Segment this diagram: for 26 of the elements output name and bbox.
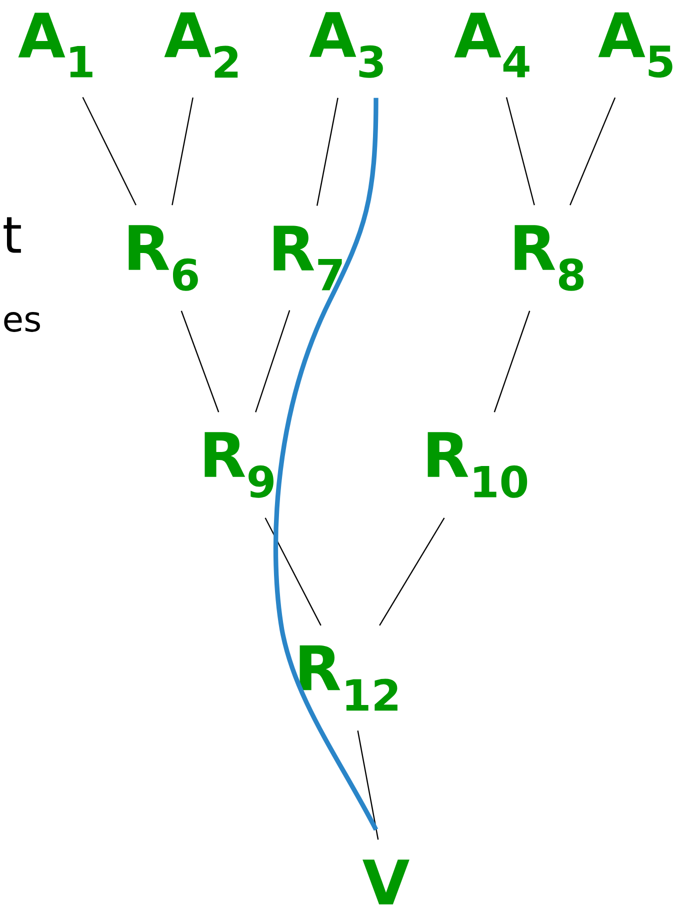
tree-line [494, 310, 530, 412]
tree-line [357, 730, 379, 840]
tree-line [255, 310, 290, 412]
node-label: R$_{6}$ [128, 225, 198, 291]
tree-line [570, 97, 616, 206]
tree-line [264, 518, 322, 626]
highlighted-path [273, 98, 378, 831]
node-label: A$_{4}$ [454, 12, 530, 78]
tree-line [82, 97, 136, 206]
node-label: A$_{1}$ [18, 12, 92, 78]
node-label: R$_{12}$ [300, 645, 398, 711]
node-label: R$_{9}$ [204, 432, 274, 498]
node-label: A$_{2}$ [164, 12, 238, 78]
node-label: A$_{3}$ [309, 12, 383, 78]
tree-line [180, 310, 220, 412]
partial-text: t [4, 217, 21, 253]
node-label: R$_{7}$ [274, 226, 342, 290]
partial-text: es [4, 312, 40, 332]
tree-line [172, 97, 194, 206]
tree-line [506, 97, 535, 206]
node-label: A$_{5}$ [598, 12, 672, 78]
tree-line [379, 518, 445, 626]
tree-line [316, 98, 338, 206]
node-label: R$_{10}$ [428, 432, 528, 498]
node-label: V [362, 860, 410, 904]
node-label: R$_{8}$ [514, 225, 584, 291]
